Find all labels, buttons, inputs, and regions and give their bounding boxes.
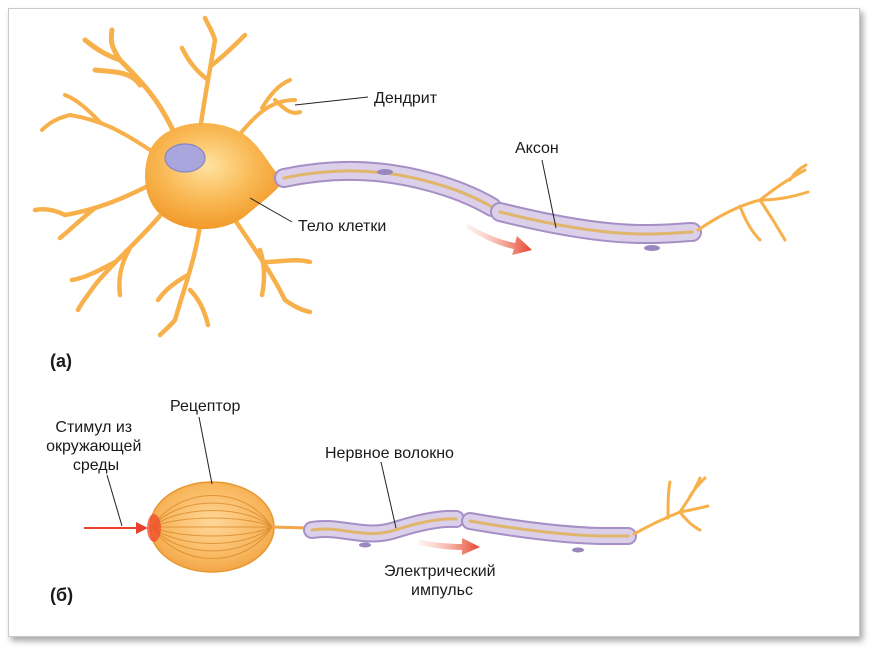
fiber-terminal	[632, 476, 710, 536]
axon-terminal	[696, 163, 810, 242]
cell-body	[145, 123, 285, 230]
receptor-pointer	[198, 416, 213, 485]
impulse-label: Электрический импульс	[384, 563, 500, 599]
dendrite-label: Дендрит	[374, 90, 438, 107]
nucleus	[164, 143, 206, 173]
impulse-arrow-b	[418, 538, 480, 555]
stimulus-pointer	[106, 474, 123, 527]
dendrites	[32, 15, 313, 338]
stimulus-arrowhead	[136, 522, 148, 534]
receptor	[147, 481, 275, 573]
receptor-neuron	[84, 476, 710, 573]
nerve-fiber	[303, 509, 637, 553]
dendrite-pointer	[294, 96, 369, 106]
neuron-a	[32, 15, 810, 338]
stimulus-label: Стимул из окружающей среды	[46, 419, 146, 474]
nerve-fiber-label: Нервное волокно	[325, 445, 454, 462]
nerve-fiber-pointer	[380, 461, 397, 529]
panel-a-letter: (а)	[50, 351, 72, 371]
cell-body-label: Тело клетки	[298, 218, 386, 235]
impulse-arrow-a	[466, 224, 532, 255]
axon-pointer	[541, 159, 557, 229]
panel-b-letter: (б)	[50, 585, 73, 605]
cell-body-pointer	[249, 197, 293, 223]
axon	[274, 160, 702, 251]
axon-label: Аксон	[515, 140, 559, 157]
receptor-label: Рецептор	[170, 398, 240, 415]
